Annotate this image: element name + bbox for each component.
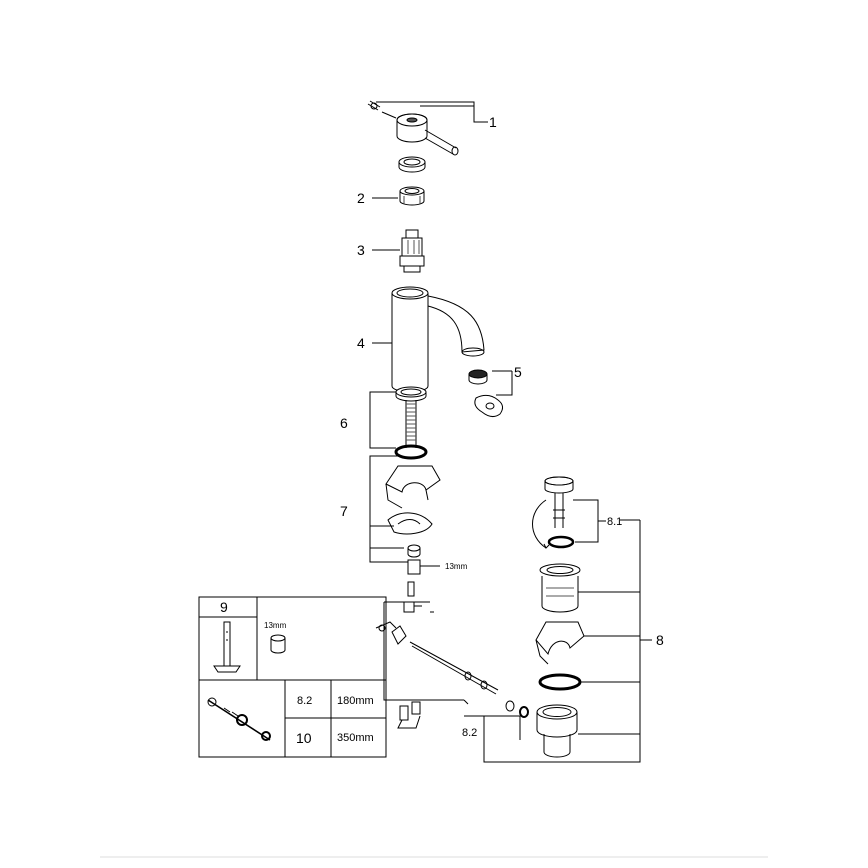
part-8-drain-nut <box>536 704 578 758</box>
part-8-o-ring <box>538 673 582 691</box>
part-1-handle <box>367 100 459 156</box>
leader-8-1 <box>573 499 606 543</box>
leader-8-2-top <box>383 601 469 705</box>
callout-1: 1 <box>489 114 497 130</box>
leader-5 <box>492 370 513 396</box>
part-2-nut <box>399 186 425 206</box>
callout-wrench-size: 13mm <box>445 562 468 571</box>
part-5-aerator <box>468 369 504 418</box>
part-8-2-rod-assembly <box>375 581 529 718</box>
callout-2: 2 <box>357 190 365 206</box>
callout-4: 4 <box>357 335 365 351</box>
footer-divider <box>100 856 768 858</box>
part-3-cartridge <box>399 229 425 273</box>
leader-8 <box>578 519 652 736</box>
socket-13mm-icon <box>270 634 286 654</box>
inset-table-length-2: 350mm <box>337 732 374 744</box>
rod-set-thumbnail-icon <box>207 697 271 741</box>
inset-table-part-2: 10 <box>296 730 312 746</box>
leader-1 <box>376 101 488 123</box>
part-8-1-pop-up-plug <box>532 476 574 549</box>
part-1-ring <box>398 156 426 173</box>
callout-8-1: 8.1 <box>607 516 622 528</box>
inset-table-length-1: 180mm <box>337 695 374 707</box>
callout-7: 7 <box>340 503 348 519</box>
leader-8-2-bottom <box>464 715 641 763</box>
part-8-1-seal <box>547 535 575 549</box>
part-8-gasket-half <box>535 621 585 665</box>
inset-table-part-1: 8.2 <box>297 695 312 707</box>
callout-6: 6 <box>340 415 348 431</box>
callout-5: 5 <box>514 364 522 380</box>
part-7-mounting-set <box>385 465 441 575</box>
part-10-lift-rod-linkage <box>397 701 421 729</box>
part-8-drain-body <box>539 563 581 613</box>
wrench-tool-icon <box>213 621 241 673</box>
inset-tool-size: 13mm <box>264 621 287 630</box>
callout-8: 8 <box>656 632 664 648</box>
callout-8-2: 8.2 <box>462 727 477 739</box>
inset-tool-number: 9 <box>220 599 228 615</box>
callout-3: 3 <box>357 242 365 258</box>
part-6-threaded-rod <box>394 386 428 460</box>
leader-7 <box>369 455 440 567</box>
inset-box <box>198 596 387 758</box>
leader-6 <box>369 391 396 449</box>
